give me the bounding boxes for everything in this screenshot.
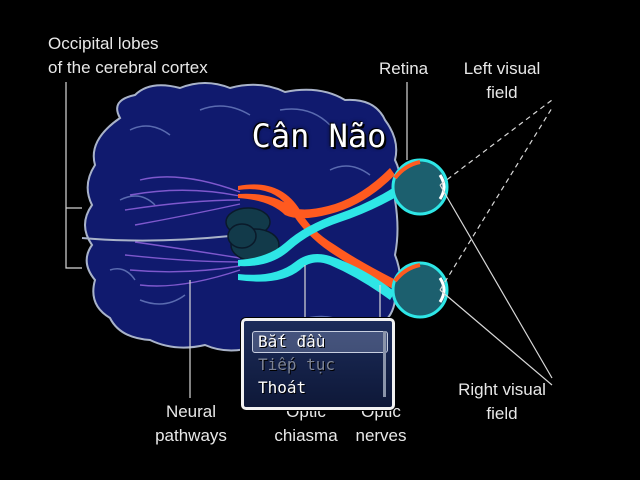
right-optic-pathway: [238, 186, 400, 300]
title-command-menu: Bắt đầu Tiếp tục Thoát: [241, 318, 395, 410]
neural-fibers: [124, 176, 241, 287]
label-right-visual-line2: field: [486, 404, 518, 423]
label-right-visual-line1: Right visual: [458, 380, 546, 399]
label-neural-line2: pathways: [155, 426, 227, 445]
eyeball-top: [391, 158, 449, 216]
label-occipital-line2: of the cerebral cortex: [48, 58, 208, 77]
menu-item-start[interactable]: Bắt đầu: [258, 332, 326, 351]
eyeball-bottom: [391, 261, 449, 319]
visual-field-lines: [439, 99, 553, 386]
thalamus: [225, 207, 280, 262]
leader-lines: [65, 82, 408, 398]
menu-item-quit[interactable]: Thoát: [258, 378, 307, 397]
label-left-visual-line1: Left visual: [463, 59, 541, 78]
left-optic-pathway: [238, 168, 400, 290]
label-optic-nerves-line2: nerves: [355, 426, 407, 445]
label-neural-line1: Neural: [165, 402, 217, 421]
label-occipital-line1: Occipital lobes: [48, 34, 159, 53]
menu-selection-cursor: [252, 331, 388, 353]
label-left-visual-line2: field: [486, 83, 518, 102]
menu-item-continue[interactable]: Tiếp tục: [258, 355, 336, 374]
menu-scrollbar: [383, 331, 386, 397]
label-optic-chiasma-line2: chiasma: [274, 426, 338, 445]
game-title: Cân Não: [251, 117, 387, 155]
label-retina: Retina: [379, 59, 429, 78]
longitudinal-fissure: [81, 235, 231, 242]
